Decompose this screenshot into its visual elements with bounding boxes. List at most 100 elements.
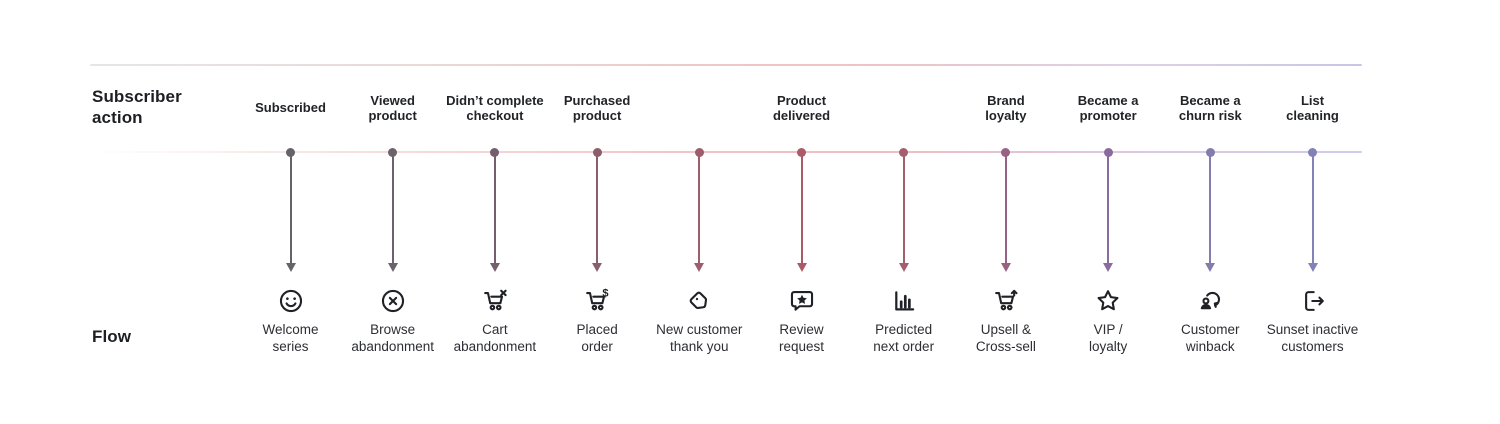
price-tag-icon xyxy=(685,287,713,315)
subscriber-action-line: loyalty xyxy=(985,108,1027,123)
smiley-icon xyxy=(277,287,305,315)
flow-label-line: abandonment xyxy=(351,338,434,354)
timeline-dot xyxy=(1205,148,1215,157)
timeline-dot xyxy=(1308,148,1317,157)
subscriber-action-line: churn risk xyxy=(1178,108,1242,123)
subscriber-action-line: promoter xyxy=(1079,108,1137,123)
flow-label: Upsell &Cross-sell xyxy=(931,322,1081,355)
flow-label-line: Customer xyxy=(1181,322,1240,337)
subscriber-action-line: Product xyxy=(776,92,827,108)
arrow-down-icon xyxy=(489,263,500,272)
flow-label-line: New customer xyxy=(656,322,743,337)
top-gradient-line xyxy=(90,64,1362,66)
subscriber-action-line: product xyxy=(572,108,622,123)
flow-label-line: customers xyxy=(1281,338,1344,354)
timeline-dot xyxy=(592,148,602,157)
flow-label-line: order xyxy=(581,338,613,354)
timeline-gradient-line xyxy=(90,151,1362,153)
flow-label-line: Welcome xyxy=(262,322,319,337)
arrow-down-icon xyxy=(1000,263,1011,272)
flow-row-label: Flow xyxy=(92,327,132,346)
cart-dollar-icon: $ xyxy=(583,287,611,315)
flow-label-line: loyalty xyxy=(1088,338,1128,354)
subscriber-action-line: List xyxy=(1300,92,1325,108)
timeline-dot xyxy=(388,148,398,157)
arrow-stem xyxy=(1107,156,1110,263)
arrow-down-icon xyxy=(898,263,909,272)
sign-out-icon xyxy=(1299,287,1327,315)
cart-x-icon xyxy=(481,287,509,315)
flow-label-line: thank you xyxy=(670,338,729,354)
arrow-down-icon xyxy=(592,263,603,272)
flow-label-line: series xyxy=(272,338,309,354)
arrow-down-icon xyxy=(1307,263,1318,272)
arrow-down-icon xyxy=(1205,263,1216,272)
review-star-icon xyxy=(788,287,816,315)
arrow-down-icon xyxy=(796,263,807,272)
arrow-stem xyxy=(1311,156,1314,263)
flow-label-line: next order xyxy=(873,338,935,354)
arrow-down-icon xyxy=(387,263,398,272)
timeline-dot xyxy=(1103,148,1113,157)
arrow-stem xyxy=(698,156,701,263)
star-icon xyxy=(1094,287,1122,315)
timeline-dot xyxy=(797,148,806,157)
timeline-dot xyxy=(694,148,704,157)
flow-label-line: Placed xyxy=(576,322,618,337)
subscriber-action-line: Subscribed xyxy=(255,100,326,116)
flow-label-line: Sunset inactive xyxy=(1266,322,1359,337)
arrow-down-icon xyxy=(1103,263,1114,272)
subscriber-action-line: Became a xyxy=(1179,92,1241,108)
arrow-stem xyxy=(1209,156,1212,263)
arrow-stem xyxy=(902,156,905,263)
arrow-stem xyxy=(391,156,394,263)
subscriber-action-line: product xyxy=(368,108,417,123)
subscriber-action-line: Became a xyxy=(1077,92,1139,108)
subscriber-action-line: cleaning xyxy=(1286,108,1339,123)
subscriber-action-line: Purchased xyxy=(563,92,631,108)
flow-label-line: Cross-sell xyxy=(975,338,1036,354)
cart-up-icon xyxy=(992,287,1020,315)
circle-x-icon xyxy=(379,287,407,315)
arrow-stem xyxy=(596,156,599,263)
flow-label-line: abandonment xyxy=(453,338,537,354)
arrow-stem xyxy=(1004,156,1007,263)
arrow-stem xyxy=(800,156,803,263)
flow-label-line: request xyxy=(778,338,825,354)
flow-label-line: Review xyxy=(779,322,824,337)
flow-label-line: Browse xyxy=(370,322,416,337)
flow-label-line: VIP / xyxy=(1093,322,1123,337)
flow-label: VIP /loyalty xyxy=(1033,322,1183,355)
flow-label-line: winback xyxy=(1185,338,1235,354)
subscriber-action-row-label: Subscriber action xyxy=(92,87,182,127)
arrow-down-icon xyxy=(694,263,705,272)
timeline-dot xyxy=(1001,148,1011,157)
subscriber-action-line: Didn’t complete xyxy=(446,92,544,108)
subscriber-action-line: delivered xyxy=(772,108,831,123)
subscriber-action-line: Brand xyxy=(987,92,1025,108)
flow-label-line: Upsell & xyxy=(980,322,1032,337)
customer-refresh-icon xyxy=(1196,287,1224,315)
subscriber-action-label: Subscribed xyxy=(223,87,359,129)
timeline-dot xyxy=(286,148,295,157)
